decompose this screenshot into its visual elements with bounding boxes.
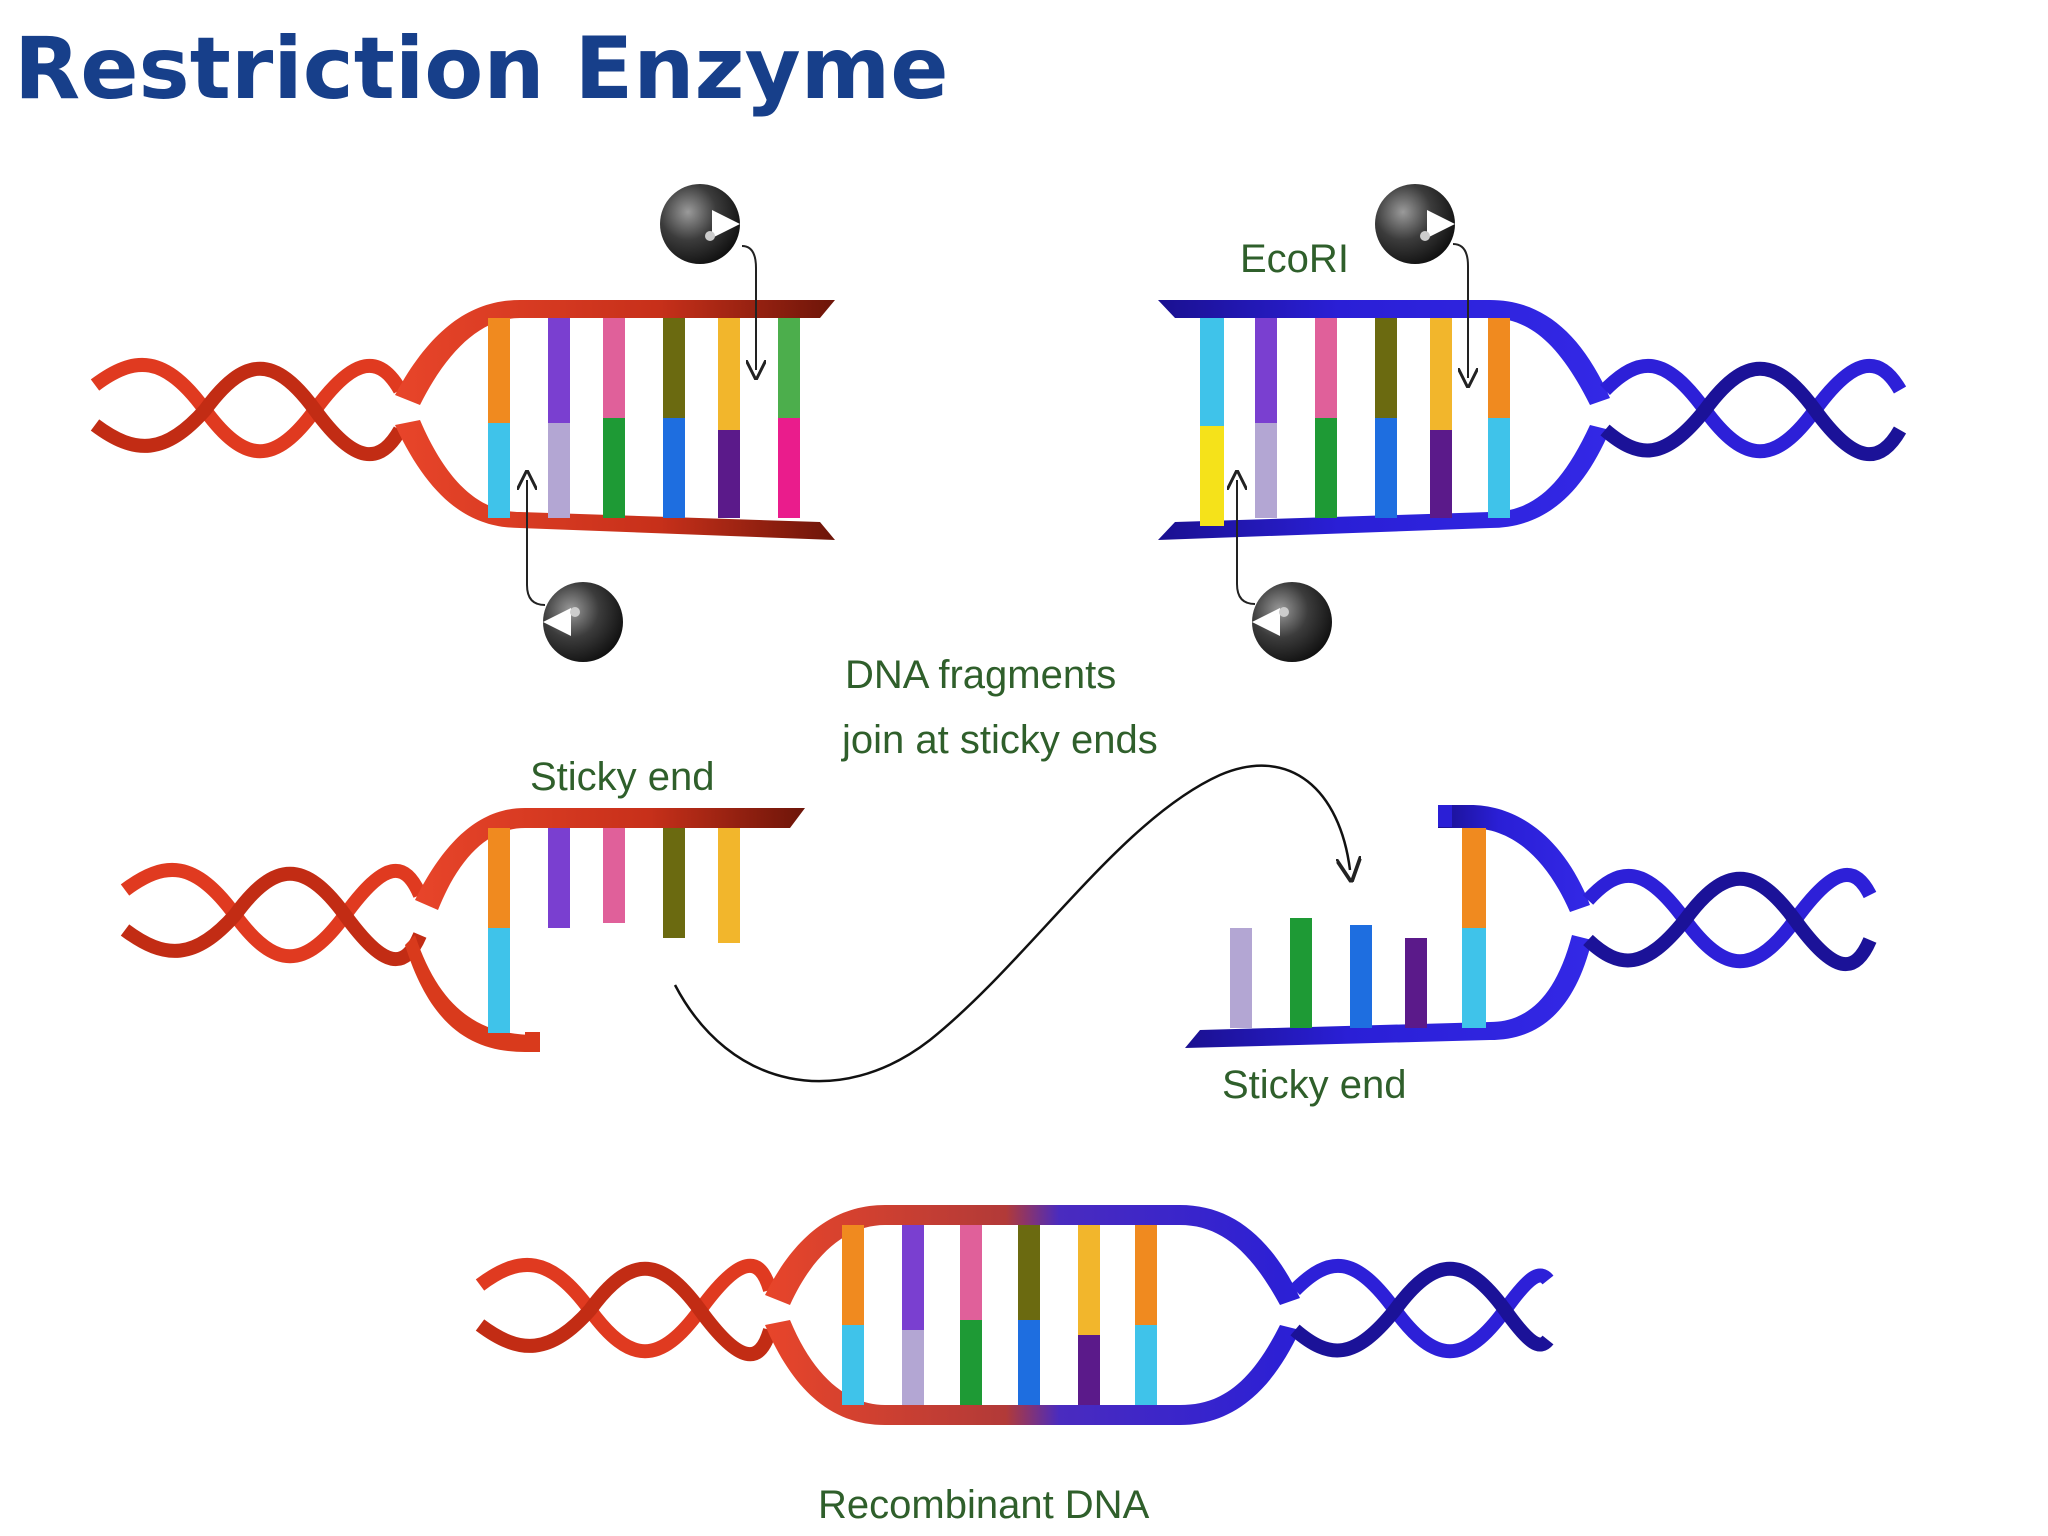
strand-top <box>1438 805 1590 912</box>
base-pairs-top-left <box>488 318 800 518</box>
helix-recombinant-left <box>475 1258 777 1362</box>
base-pairs-top-right <box>1200 318 1510 526</box>
helix-fragment-left <box>120 863 427 967</box>
enzyme-top-left-lower <box>527 480 623 662</box>
helix-recombinant-right <box>1290 1258 1554 1359</box>
page-title: Restriction Enzyme <box>14 19 949 119</box>
join-arrow <box>673 764 1350 1083</box>
strand-top <box>395 300 835 405</box>
strand-top <box>415 808 805 910</box>
dna-recombinant: Recombinant DNA <box>475 1205 1554 1527</box>
enzyme-label: EcoRI <box>1240 237 1349 281</box>
helix-top-right <box>1600 358 1907 462</box>
dna-fragment-left: Sticky end <box>120 755 805 1052</box>
join-label-line2: join at sticky ends <box>841 718 1158 762</box>
base-pairs-recombinant <box>842 1225 1157 1405</box>
base-pairs-fragment-right <box>1230 828 1486 1028</box>
base-pairs-fragment-left <box>488 828 740 1033</box>
enzyme-top-left-upper <box>660 184 756 370</box>
helix-fragment-right <box>1582 867 1877 972</box>
dna-top-left <box>90 184 835 662</box>
enzyme-top-right-upper <box>1375 184 1468 378</box>
helix-top-left <box>90 358 407 462</box>
sticky-end-label-left: Sticky end <box>530 755 715 799</box>
dna-fragment-right: Sticky end <box>1185 805 1877 1107</box>
recombinant-label: Recombinant DNA <box>818 1483 1150 1527</box>
enzyme-top-right-lower <box>1237 480 1332 662</box>
dna-top-right: EcoRI <box>1158 184 1907 662</box>
join-label-line1: DNA fragments <box>845 653 1116 697</box>
strand-bottom <box>405 935 540 1052</box>
strand-bottom <box>1185 935 1592 1048</box>
strand-top <box>1158 300 1610 405</box>
sticky-end-label-right: Sticky end <box>1222 1063 1407 1107</box>
